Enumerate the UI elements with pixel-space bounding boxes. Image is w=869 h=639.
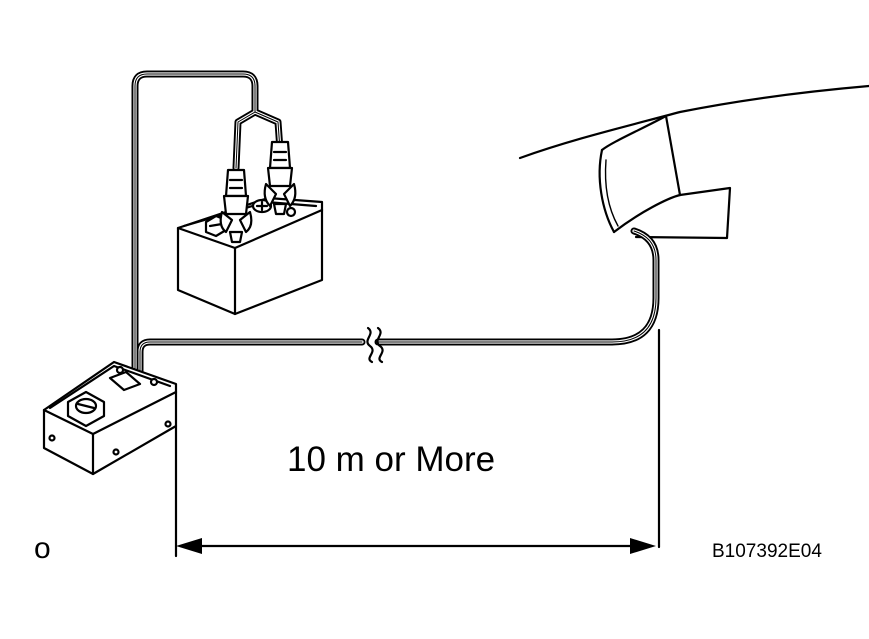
cable-break-mark bbox=[366, 326, 384, 364]
alligator-clip-negative bbox=[219, 168, 253, 244]
vehicle-outline bbox=[518, 84, 869, 240]
arrow-right-icon bbox=[630, 538, 656, 554]
long-cable bbox=[136, 227, 660, 382]
figure-code: B107392E04 bbox=[712, 541, 822, 562]
tester-unit bbox=[42, 360, 178, 476]
alligator-clip-positive bbox=[263, 140, 297, 216]
battery-cable bbox=[131, 70, 284, 382]
arrow-left-icon bbox=[176, 538, 202, 554]
distance-dimension bbox=[174, 328, 661, 558]
tester-knob bbox=[66, 390, 106, 428]
corner-mark: o bbox=[34, 532, 51, 565]
distance-label: 10 m or More bbox=[287, 440, 496, 479]
